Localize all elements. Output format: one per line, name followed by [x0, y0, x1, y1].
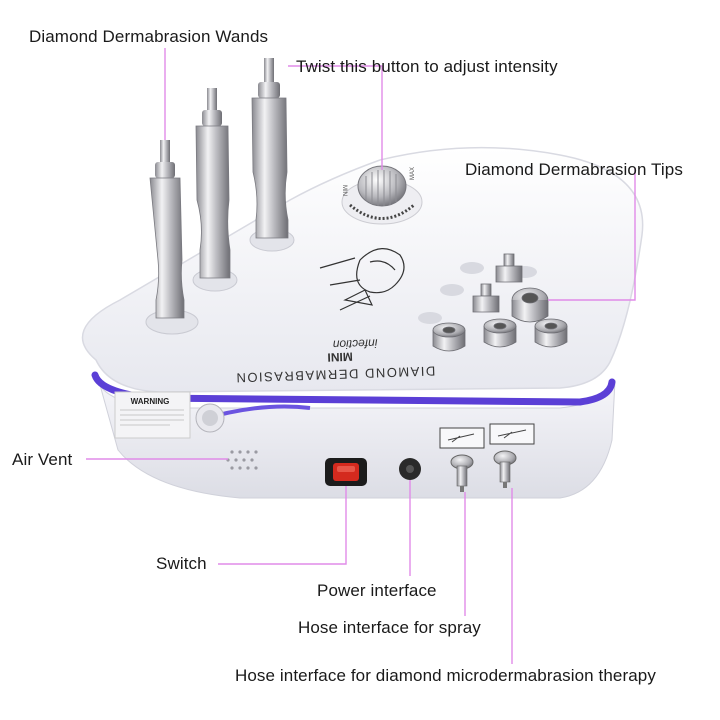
callout-line-switch [218, 486, 347, 565]
air-vent [226, 450, 258, 470]
diamond-dermabrasion-tips [432, 253, 568, 352]
knob-max-label: MAX [410, 167, 416, 180]
device-model-text: MINI [327, 350, 353, 365]
callout-line-tips [548, 168, 636, 301]
svg-text:WARNING: WARNING [131, 397, 170, 406]
callout-knob-label: Twist this button to adjust intensity [296, 57, 558, 76]
warning-label: WARNING [114, 391, 191, 439]
side-port [195, 403, 225, 433]
therapy-hose-connector [493, 450, 517, 488]
callout-switch-label: Switch [156, 554, 207, 573]
device-brand-text: DIAMOND DERMABRASION [235, 364, 436, 386]
power-switch [325, 458, 367, 486]
callout-air-vent-label: Air Vent [12, 450, 73, 469]
face-line-art [319, 248, 405, 311]
knob-min-label: MIN [341, 185, 347, 196]
callout-therapy-label: Hose interface for diamond microdermabra… [235, 666, 656, 685]
callout-spray-label: Hose interface for spray [298, 618, 481, 637]
callout-line-knob [288, 65, 383, 170]
callout-tips-label: Diamond Dermabrasion Tips [465, 160, 683, 179]
device-script-text: infection [332, 336, 377, 352]
callout-power-label: Power interface [317, 581, 437, 600]
callout-lines [86, 48, 636, 664]
callout-wands-label: Diamond Dermabrasion Wands [29, 27, 269, 46]
intensity-knob-graphic [341, 165, 423, 225]
diamond-dermabrasion-wands [149, 58, 289, 319]
connector-icons [439, 423, 535, 449]
spray-hose-connector [450, 454, 474, 492]
power-interface [399, 458, 421, 480]
